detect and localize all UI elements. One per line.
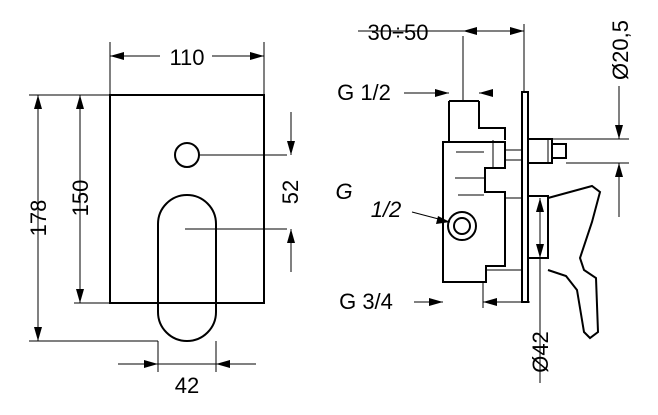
inlet-side-label-frac: 1/2	[371, 197, 402, 222]
offset-dimension-label: 52	[278, 180, 303, 204]
side-view: 30÷50 Ø20,5 G 1/2 G 1/2 G 3/4 Ø42	[335, 20, 633, 383]
handle-width-dimension-label: 42	[175, 373, 199, 398]
front-view: 110 178 150 52 42	[26, 42, 303, 398]
width-dimension-label: 110	[169, 45, 204, 70]
inlet-side-label-g: G	[335, 179, 352, 204]
top-inlet-pipe	[448, 100, 506, 142]
outlet-bottom-label: G 3/4	[339, 289, 393, 314]
cover-plate-outline	[109, 94, 265, 304]
diverter-knob	[174, 142, 200, 168]
outer-height-dimension-label: 178	[26, 200, 51, 237]
lever-handle-side	[547, 184, 602, 340]
diameter-top-dimension-label: Ø20,5	[608, 20, 633, 80]
cartridge-housing	[528, 195, 549, 259]
side-inlet-connection	[447, 211, 477, 241]
depth-dimension-label: 30÷50	[367, 20, 428, 45]
lever-handle	[157, 194, 217, 342]
diameter-bottom-dimension-label: Ø42	[528, 331, 553, 373]
inlet-top-label: G 1/2	[337, 80, 391, 105]
valve-body	[442, 141, 506, 283]
wall-plate	[521, 91, 529, 303]
inner-height-dimension-label: 150	[68, 180, 93, 217]
